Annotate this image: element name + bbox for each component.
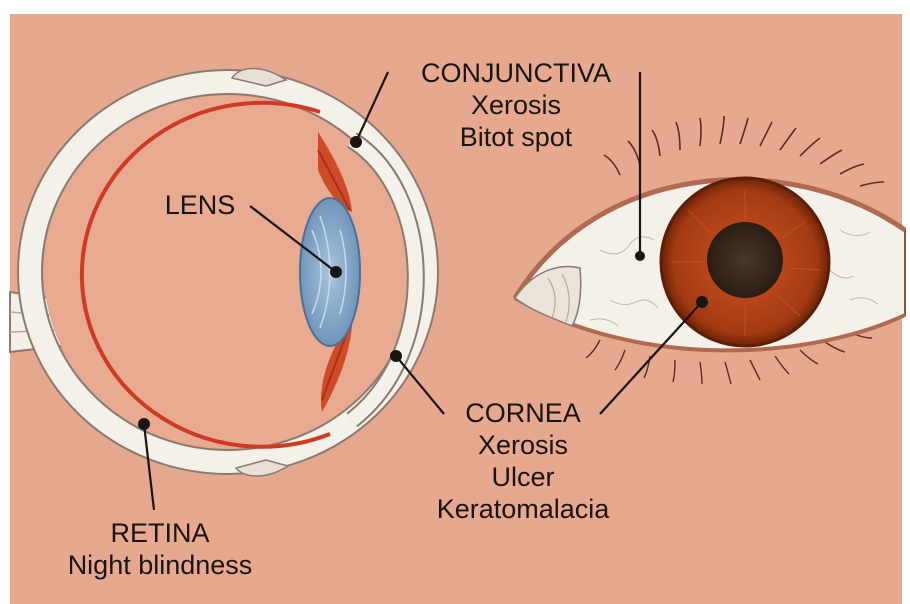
dot-conjunctiva-external xyxy=(635,251,645,261)
label-conjunctiva-note-2: Bitot spot xyxy=(386,122,646,154)
dot-cornea-external xyxy=(696,296,708,308)
label-retina-note-1: Night blindness xyxy=(40,550,280,582)
dot-lens xyxy=(330,266,342,278)
label-cornea-note-3: Keratomalacia xyxy=(408,494,638,526)
label-conjunctiva-note-1: Xerosis xyxy=(386,90,646,122)
label-lens-title: LENS xyxy=(150,190,250,222)
dot-cornea-cross xyxy=(390,350,402,362)
label-cornea-title: CORNEA xyxy=(408,398,638,430)
left-margin xyxy=(0,0,10,604)
label-conjunctiva: CONJUNCTIVA Xerosis Bitot spot xyxy=(386,58,646,154)
label-cornea-note-1: Xerosis xyxy=(408,430,638,462)
dot-conjunctiva-cross xyxy=(350,136,362,148)
pupil xyxy=(707,222,783,298)
top-margin xyxy=(0,0,910,14)
dot-retina xyxy=(138,418,150,430)
label-cornea-note-2: Ulcer xyxy=(408,462,638,494)
label-retina: RETINA Night blindness xyxy=(40,518,280,582)
label-conjunctiva-title: CONJUNCTIVA xyxy=(386,58,646,90)
label-lens: LENS xyxy=(150,190,250,222)
label-cornea: CORNEA Xerosis Ulcer Keratomalacia xyxy=(408,398,638,525)
label-retina-title: RETINA xyxy=(40,518,280,550)
